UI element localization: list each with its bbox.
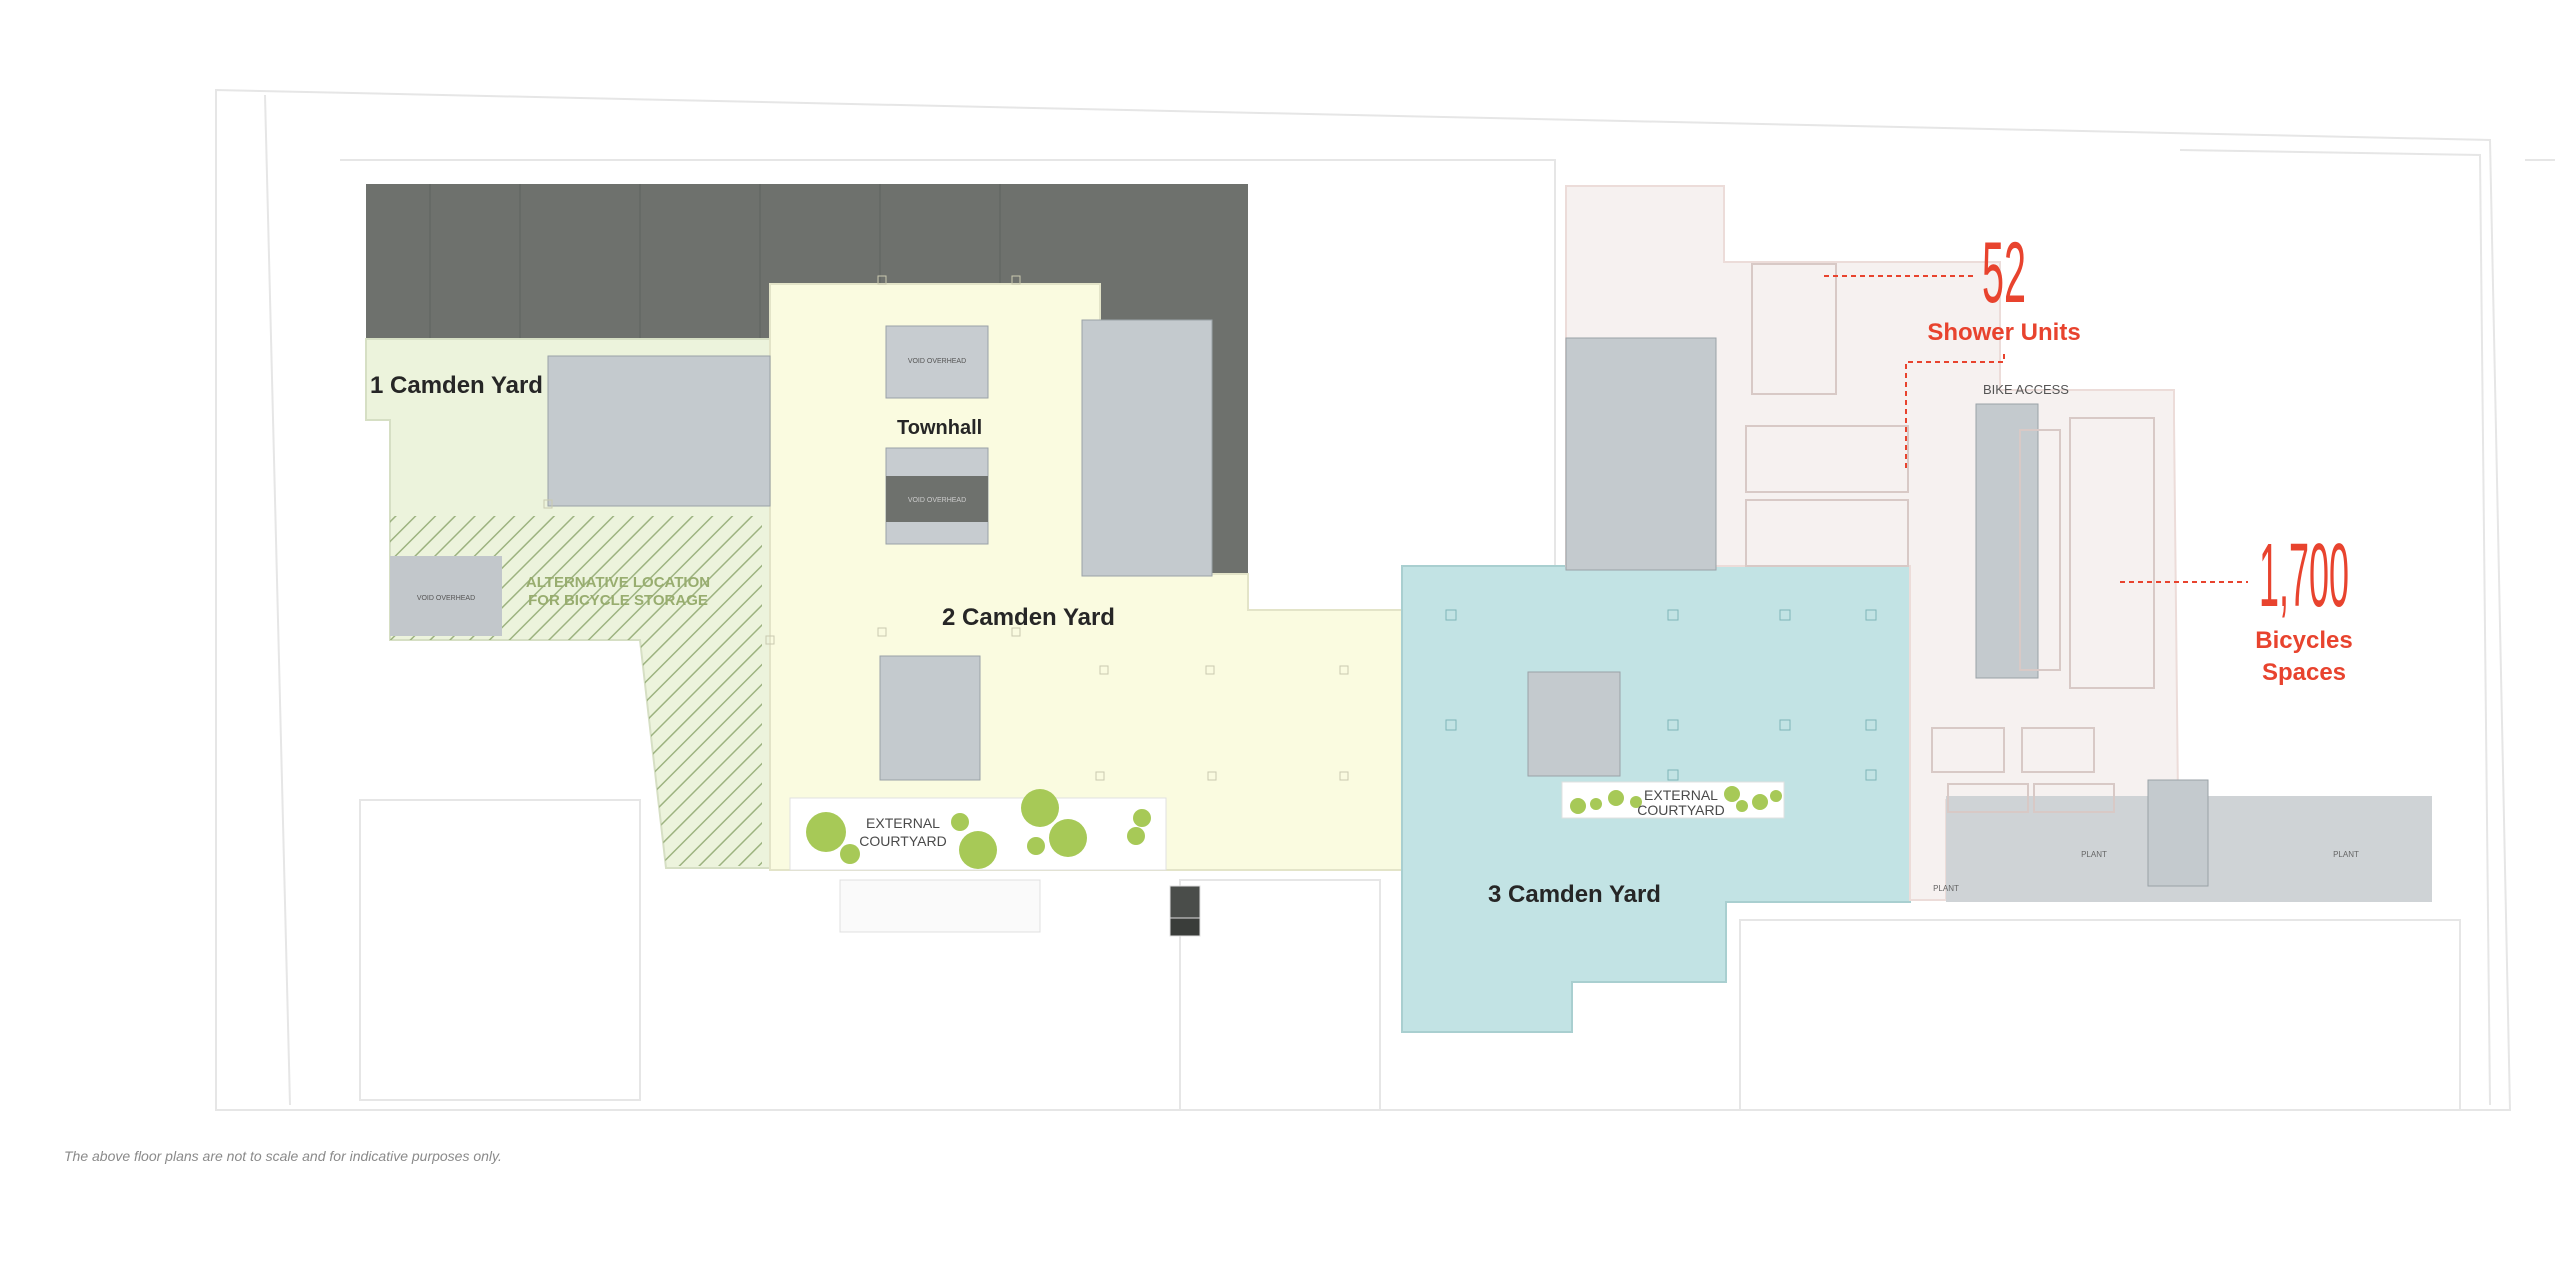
void-overhead-label-1: VOID OVERHEAD xyxy=(417,595,475,602)
bike-store-area xyxy=(1565,185,2180,901)
label-2-camden-yard: 2 Camden Yard xyxy=(942,604,1115,631)
label-townhall: Townhall xyxy=(897,417,982,439)
courtyard-3-line1: EXTERNAL xyxy=(1644,787,1718,803)
site-outline xyxy=(215,88,2555,1111)
bike-access-label: BIKE ACCESS xyxy=(1983,382,2069,397)
plant-label-3: PLANT xyxy=(1933,884,1959,893)
callout-leaders xyxy=(1824,275,2248,583)
courtyard-trees xyxy=(806,786,1782,869)
alt-location-note-line1: ALTERNATIVE LOCATION xyxy=(526,574,710,591)
alt-location-note-line2: FOR BICYCLE STORAGE xyxy=(528,592,708,609)
label-3-camden-yard: 3 Camden Yard xyxy=(1488,881,1661,908)
void-overhead-boxes xyxy=(885,325,989,545)
bike-racks xyxy=(1745,263,2155,813)
courtyard-2-line1: EXTERNAL xyxy=(866,815,940,831)
shower-units-label: Shower Units xyxy=(1927,319,2080,346)
void-overhead-box-1 xyxy=(390,556,502,636)
courtyard-2-line2: COURTYARD xyxy=(859,833,946,849)
bicycle-spaces-count: 1,700 xyxy=(2259,526,2349,626)
entrance-steps xyxy=(839,879,1201,937)
disclaimer-text: The above floor plans are not to scale a… xyxy=(64,1148,502,1164)
shower-units-count: 52 xyxy=(1982,225,2026,321)
bicycle-spaces-label-line2: Spaces xyxy=(2262,659,2346,686)
column-grid xyxy=(543,275,1877,781)
void-overhead-label-3: VOID OVERHEAD xyxy=(908,497,966,504)
courtyard-3-line2: COURTYARD xyxy=(1637,802,1724,818)
label-1-camden-yard: 1 Camden Yard xyxy=(370,372,543,399)
plant-label-2: PLANT xyxy=(2333,850,2359,859)
bicycle-spaces-label-line1: Bicycles xyxy=(2255,627,2352,654)
building-cores xyxy=(547,319,2209,887)
void-overhead-label-2: VOID OVERHEAD xyxy=(908,358,966,365)
plant-label-1: PLANT xyxy=(2081,850,2107,859)
